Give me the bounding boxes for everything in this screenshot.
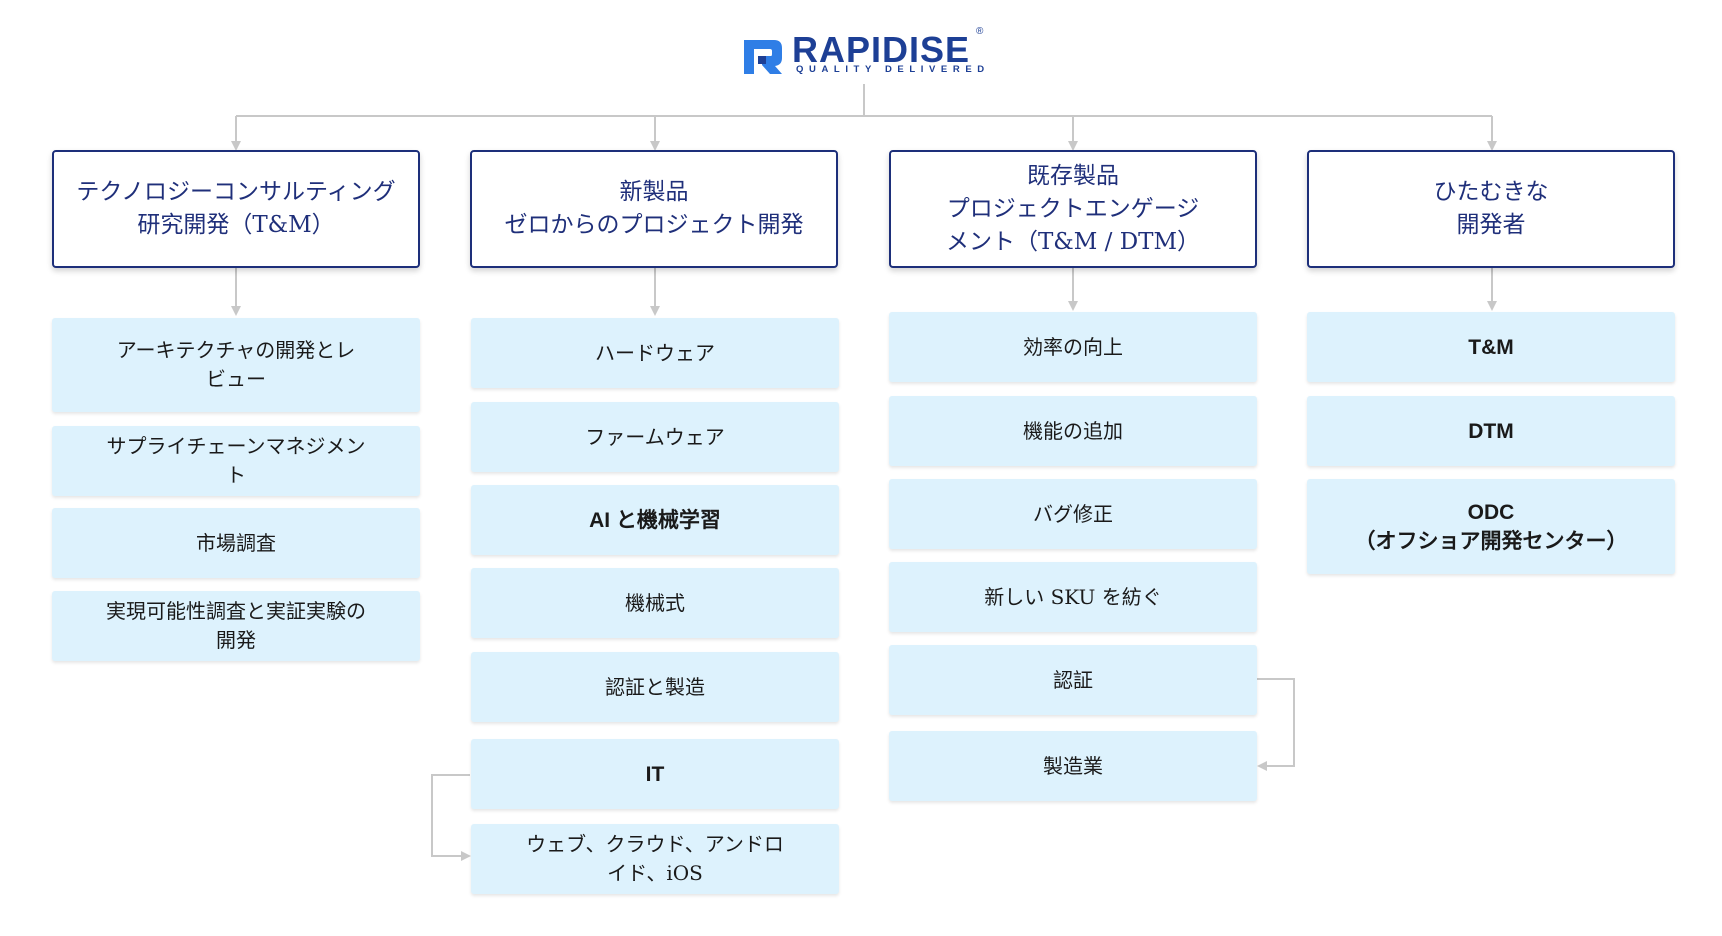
item-label: 市場調査 (196, 530, 276, 555)
item-label: 新しい SKU を紡ぐ (984, 584, 1162, 609)
item-label: 効率の向上 (1023, 334, 1123, 359)
item-label: サプライチェーンマネジメン ト (106, 434, 366, 487)
item-hardware: ハードウェア (471, 318, 839, 388)
item-dtm: DTM (1307, 396, 1675, 466)
item-ai-ml: AI と機械学習 (471, 485, 839, 555)
item-label: 認証 (1053, 667, 1093, 692)
item-it: IT (471, 739, 839, 809)
item-odc: ODC （オフショア開発センター） (1307, 479, 1675, 574)
item-label: アーキテクチャの開発とレ ビュー (116, 338, 356, 391)
item-manufacturing: 製造業 (889, 731, 1257, 801)
item-market-research: 市場調査 (52, 508, 420, 578)
header-existing-product: 既存製品 プロジェクトエンゲージ メント（T&M / DTM） (889, 150, 1257, 268)
item-label: ODC （オフショア開発センター） (1354, 500, 1628, 553)
item-efficiency: 効率の向上 (889, 312, 1257, 382)
item-label: 製造業 (1043, 753, 1103, 778)
item-supply-chain: サプライチェーンマネジメン ト (52, 426, 420, 496)
header-new-product: 新製品 ゼロからのプロジェクト開発 (470, 150, 838, 268)
rapidise-r-mark-icon (744, 40, 782, 74)
registered-mark: ® (976, 26, 984, 37)
item-tm: T&M (1307, 312, 1675, 382)
item-architecture-review: アーキテクチャの開発とレ ビュー (52, 318, 420, 412)
item-cert-manufacturing: 認証と製造 (471, 652, 839, 722)
item-mechanical: 機械式 (471, 568, 839, 638)
item-label: 機械式 (625, 590, 685, 615)
item-label: IT (645, 762, 665, 786)
header-label: ひたむきな 開発者 (1433, 179, 1549, 238)
header-tech-consulting: テクノロジーコンサルティング 研究開発（T&M） (52, 150, 420, 268)
item-label: バグ修正 (1033, 501, 1113, 526)
item-bug-fix: バグ修正 (889, 479, 1257, 549)
logo-wordmark: RAPIDISE (792, 29, 971, 70)
item-firmware: ファームウェア (471, 402, 839, 472)
item-label: T&M (1468, 335, 1514, 359)
header-label: 新製品 ゼロからのプロジェクト開発 (504, 179, 804, 238)
item-label: 認証と製造 (605, 674, 705, 699)
item-label: 実現可能性調査と実証実験の 開発 (106, 599, 366, 652)
item-feasibility-poc: 実現可能性調査と実証実験の 開発 (52, 591, 420, 661)
rapidise-logo: RAPIDISE ® QUALITY DELIVERED (740, 26, 1002, 82)
item-certification: 認証 (889, 645, 1257, 715)
item-label: ウェブ、クラウド、アンドロ イド、iOS (526, 832, 784, 885)
it-to-web-arrow (431, 774, 471, 861)
item-label: ファームウェア (585, 424, 725, 449)
item-label: AI と機械学習 (589, 508, 721, 532)
header-label: テクノロジーコンサルティング 研究開発（T&M） (76, 179, 396, 238)
item-label: DTM (1468, 419, 1514, 443)
item-add-features: 機能の追加 (889, 396, 1257, 466)
header-dedicated-developers: ひたむきな 開発者 (1307, 150, 1675, 268)
item-new-sku: 新しい SKU を紡ぐ (889, 562, 1257, 632)
item-web-cloud-mobile: ウェブ、クラウド、アンドロ イド、iOS (471, 824, 839, 894)
cert-to-mfg-arrow (1256, 678, 1295, 771)
header-label: 既存製品 プロジェクトエンゲージ メント（T&M / DTM） (945, 162, 1201, 255)
item-label: 機能の追加 (1023, 418, 1123, 443)
logo-tagline: QUALITY DELIVERED (796, 64, 990, 75)
item-label: ハードウェア (595, 340, 715, 365)
